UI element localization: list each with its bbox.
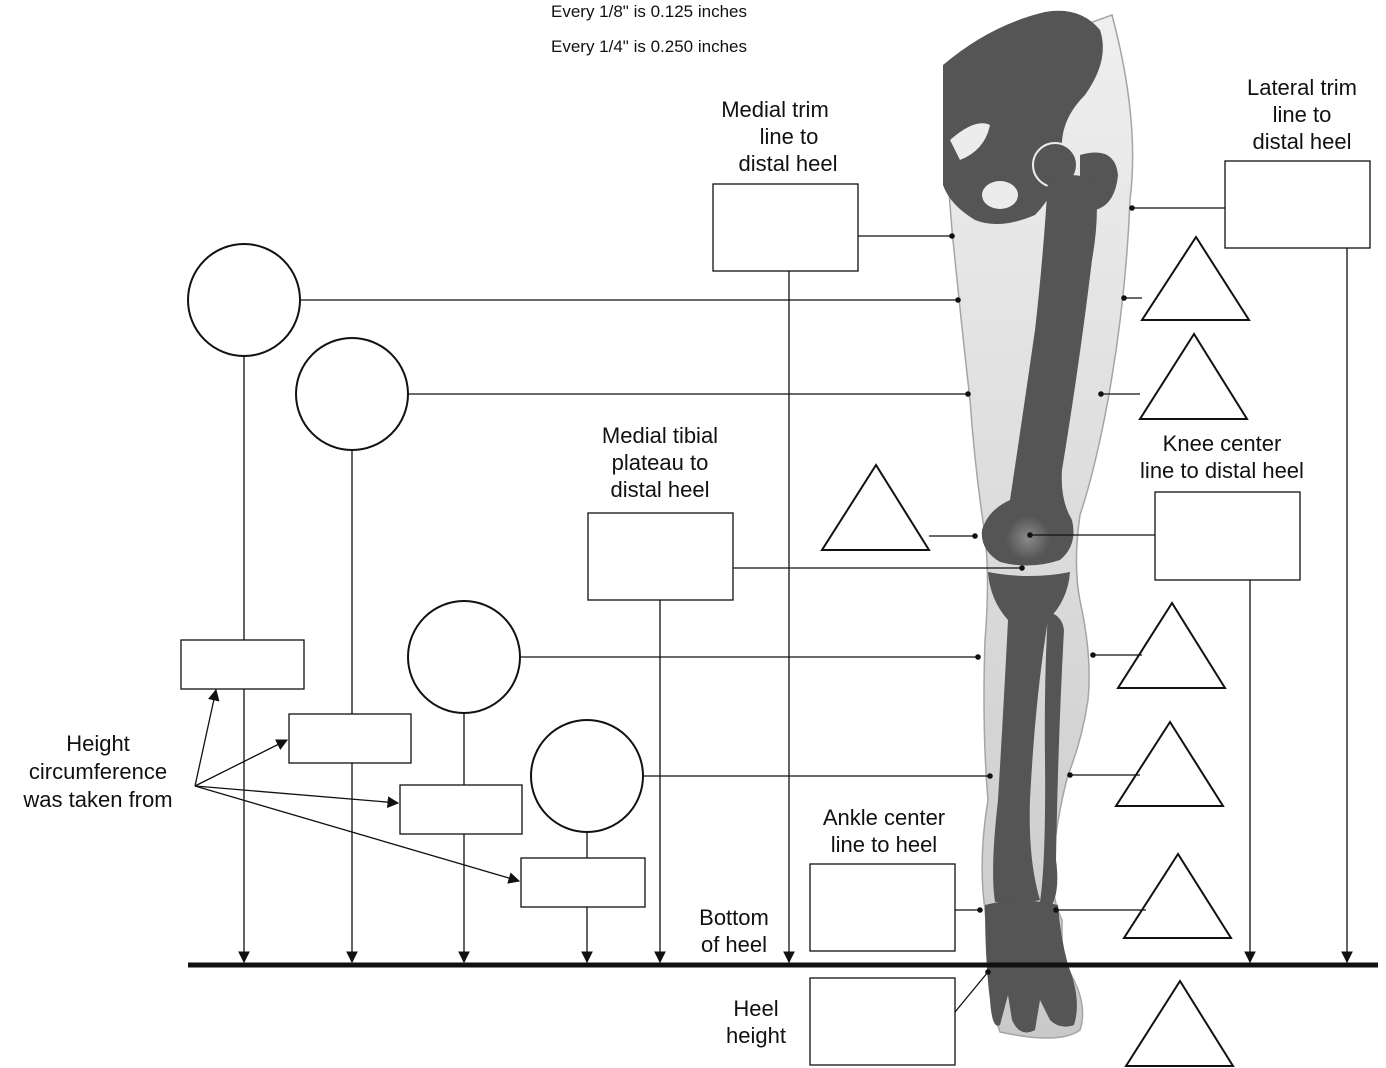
circumference-circle-1 [188,244,300,356]
lateral-trim-box[interactable] [1225,161,1370,248]
height-box-2[interactable] [289,714,411,763]
circumference-circle-2 [296,338,408,450]
svg-text:Lateral trim: Lateral trim [1247,75,1357,100]
medial-trim-box[interactable] [713,184,858,271]
circumference-circle-4 [531,720,643,832]
svg-text:circumference: circumference [29,759,167,784]
patella [1006,516,1050,560]
triangle-1 [1121,237,1249,320]
width-triangle-5[interactable] [1116,722,1223,806]
svg-text:distal heel: distal heel [738,151,837,176]
svg-text:distal heel: distal heel [1252,129,1351,154]
triangle-5 [1067,722,1223,806]
width-triangle-1[interactable] [1142,237,1249,320]
circumference-circle-3 [408,601,520,713]
width-triangle-3[interactable] [822,465,929,550]
ankle-center-group: Ankle center line to heel [810,805,983,951]
note-eighth-inch: Every 1/8" is 0.125 inches [551,2,747,21]
svg-text:Height: Height [66,731,130,756]
height-box-3[interactable] [400,785,522,834]
svg-text:distal heel: distal heel [610,477,709,502]
svg-text:plateau to: plateau to [612,450,709,475]
obturator-opening [982,181,1018,209]
svg-text:of heel: of heel [701,932,767,957]
knee-center-box[interactable] [1155,492,1300,580]
svg-text:line to: line to [760,124,819,149]
height-box-1[interactable] [181,640,304,689]
svg-text:was taken from: was taken from [22,787,172,812]
svg-text:line to distal heel: line to distal heel [1140,458,1304,483]
height-box-4[interactable] [521,858,645,907]
width-triangle-6[interactable] [1124,854,1231,938]
triangle-6 [1053,854,1231,938]
svg-text:Knee center: Knee center [1163,431,1282,456]
heel-height-group: Heel height [726,969,991,1065]
width-triangle-7[interactable] [1126,981,1233,1066]
svg-text:Medial trim: Medial trim [721,97,829,122]
heel-height-box[interactable] [810,978,955,1065]
triangle-4 [1090,603,1225,688]
triangle-7 [1126,981,1233,1066]
svg-text:Bottom: Bottom [699,905,769,930]
medial-tibial-group: Medial tibial plateau to distal heel [588,423,1025,962]
svg-text:line to: line to [1273,102,1332,127]
width-triangle-4[interactable] [1118,603,1225,688]
svg-text:Heel: Heel [733,996,778,1021]
ankle-center-box[interactable] [810,864,955,951]
triangle-2 [1098,334,1247,419]
svg-text:height: height [726,1023,786,1048]
svg-text:Medial tibial: Medial tibial [602,423,718,448]
svg-text:line to heel: line to heel [831,832,937,857]
bottom-of-heel-label: Bottom of heel [699,905,769,957]
triangle-3 [822,465,978,550]
width-triangle-2[interactable] [1140,334,1247,419]
leg-illustration [943,11,1133,1038]
svg-text:Ankle center: Ankle center [823,805,945,830]
medial-tibial-box[interactable] [588,513,733,600]
note-quarter-inch: Every 1/4" is 0.250 inches [551,37,747,56]
